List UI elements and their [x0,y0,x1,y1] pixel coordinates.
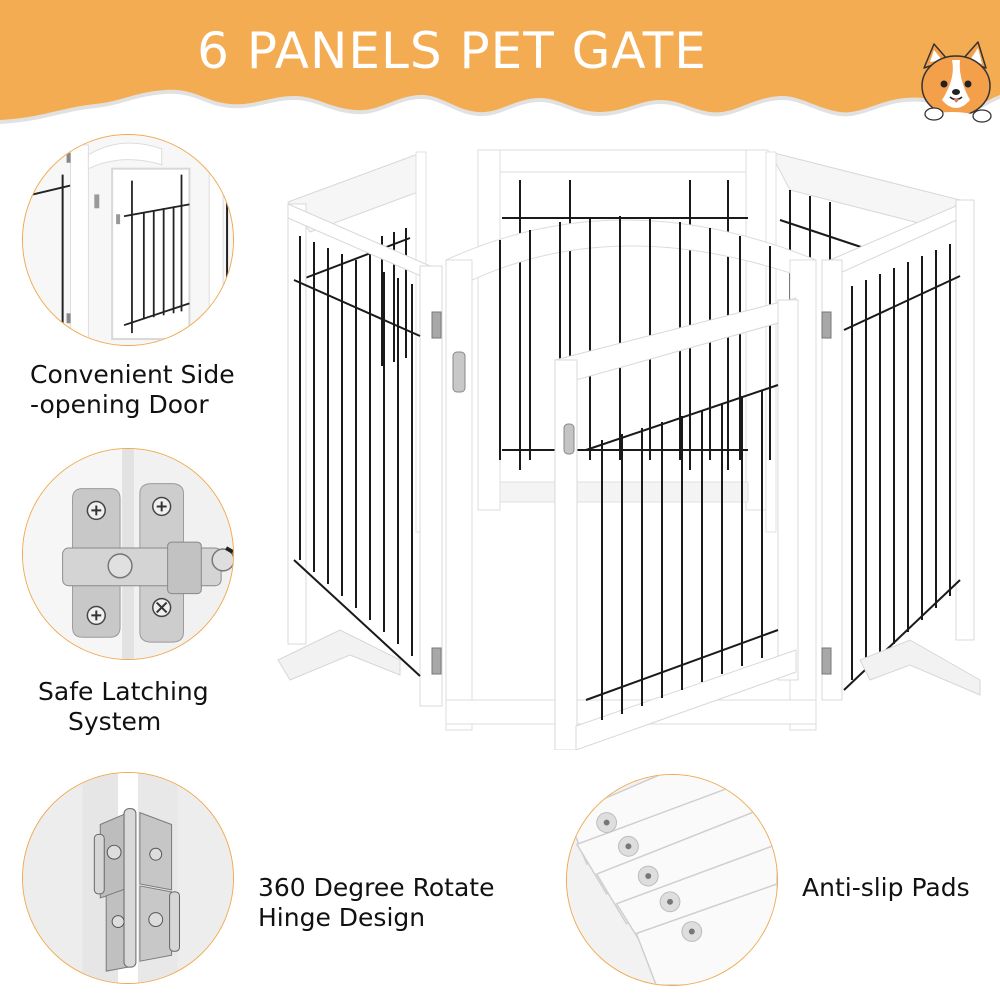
wavy-banner-shape [0,0,1000,124]
caption-anti-slip-pads: Anti-slip Pads [802,873,970,903]
panel-front-right [821,199,981,701]
feature-image-side-door [22,134,234,346]
caption-line: System [68,707,162,736]
caption-line: 360 Degree Rotate [258,873,495,902]
anti-slip-pad-icon [567,775,777,985]
hinge-icon [23,773,233,983]
pet-gate-illustration [277,149,981,750]
product-image-pet-gate [270,140,990,750]
gate-door-icon [23,135,233,345]
caption-line: Hinge Design [258,903,426,932]
latch-icon [23,449,233,659]
corgi-peeking-icon [912,38,1000,128]
caption-line: Safe Latching [38,677,209,706]
caption-latch: Safe Latching System [38,677,209,737]
panel-front-left [277,203,443,707]
feature-image-hinge [22,772,234,984]
header-banner: 6 PANELS PET GATE [0,0,1000,130]
caption-line: -opening Door [30,390,209,419]
caption-line: Anti-slip Pads [802,873,970,902]
feature-image-latch [22,448,234,660]
feature-image-anti-slip-pads [566,774,778,986]
caption-hinge: 360 Degree Rotate Hinge Design [258,873,494,933]
panel-door-open [554,297,799,750]
caption-line: Convenient Side [30,360,235,389]
page-title: 6 PANELS PET GATE [197,22,707,80]
caption-side-door: Convenient Side -opening Door [30,360,235,420]
